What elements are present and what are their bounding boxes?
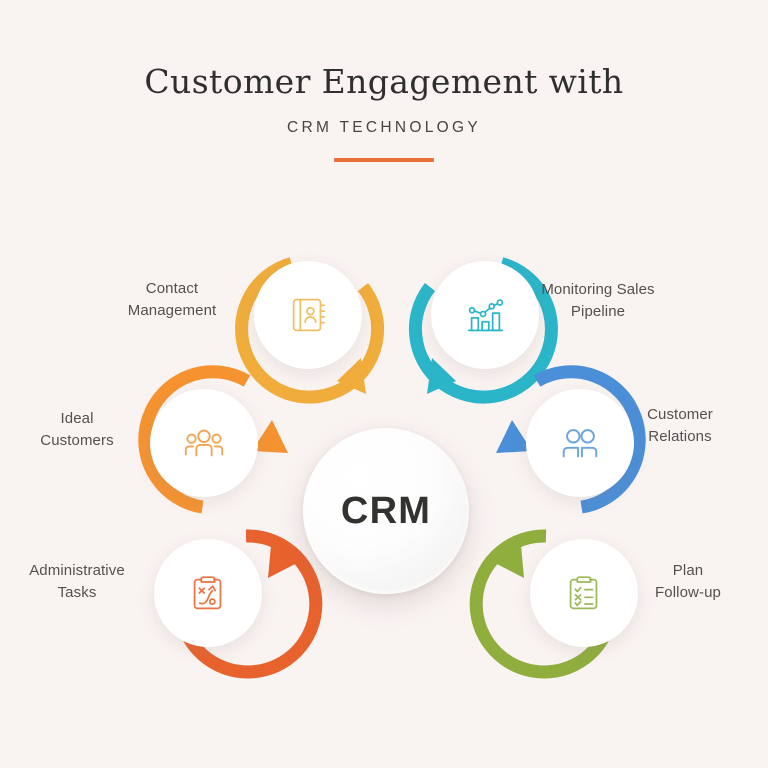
page-subtitle: CRM TECHNOLOGY: [286, 119, 482, 136]
customer-relations-disc: [526, 389, 634, 497]
label-contact-management: Contact Management: [92, 278, 252, 322]
label-administrative-tasks-line2: Tasks: [57, 584, 97, 601]
label-plan-follow-up-line1: Plan: [672, 562, 704, 579]
administrative-tasks-disc: [154, 539, 262, 647]
label-administrative-tasks: Administrative Tasks: [0, 560, 157, 604]
clipboard-checklist-icon: [530, 539, 638, 647]
header: Customer Engagement with CRM TECHNOLOGY: [0, 62, 768, 162]
administrative-tasks-ring: [179, 529, 323, 679]
label-plan-follow-up-line2: Follow-up: [655, 584, 721, 601]
plan-follow-up-ring: [469, 529, 613, 679]
label-customer-relations-line2: Relations: [648, 428, 712, 445]
label-contact-management-line2: Management: [127, 302, 217, 319]
contact-management-disc: [254, 261, 362, 369]
bar-chart-trend-icon: [431, 261, 539, 369]
label-ideal-customers: Ideal Customers: [0, 408, 157, 452]
label-administrative-tasks-line1: Administrative: [29, 562, 125, 579]
two-people-icon: [526, 389, 634, 497]
label-customer-relations: Customer Relations: [600, 404, 760, 448]
label-contact-management-line1: Contact: [145, 280, 199, 297]
ideal-customers-ring: [138, 365, 288, 514]
customer-relations-ring: [496, 365, 646, 514]
address-book-icon: [254, 261, 362, 369]
center-hub-label: CRM: [340, 489, 432, 532]
node-administrative-tasks[interactable]: [145, 518, 323, 679]
page-title: Customer Engagement with: [144, 62, 624, 101]
three-people-icon: [150, 389, 258, 497]
clipboard-strategy-icon: [154, 539, 262, 647]
label-ideal-customers-line2: Customers: [40, 432, 114, 449]
node-customer-relations[interactable]: [493, 365, 646, 518]
contact-management-ring: [235, 257, 385, 404]
node-monitoring-sales-pipeline[interactable]: [398, 252, 558, 404]
center-hub[interactable]: CRM: [303, 428, 469, 594]
label-monitoring-sales-pipeline: Monitoring Sales Pipeline: [518, 279, 678, 323]
label-monitoring-sales-pipeline-line2: Pipeline: [570, 303, 626, 320]
plan-follow-up-disc: [530, 539, 638, 647]
node-ideal-customers[interactable]: [138, 365, 291, 518]
accent-divider: [334, 158, 434, 162]
node-plan-follow-up[interactable]: [469, 518, 647, 679]
node-contact-management[interactable]: [235, 252, 395, 404]
label-ideal-customers-line1: Ideal: [60, 410, 94, 427]
ideal-customers-disc: [150, 389, 258, 497]
label-customer-relations-line1: Customer: [647, 406, 713, 423]
label-plan-follow-up: Plan Follow-up: [608, 560, 768, 604]
label-monitoring-sales-pipeline-line1: Monitoring Sales: [541, 281, 655, 298]
monitoring-sales-pipeline-ring: [408, 257, 558, 404]
